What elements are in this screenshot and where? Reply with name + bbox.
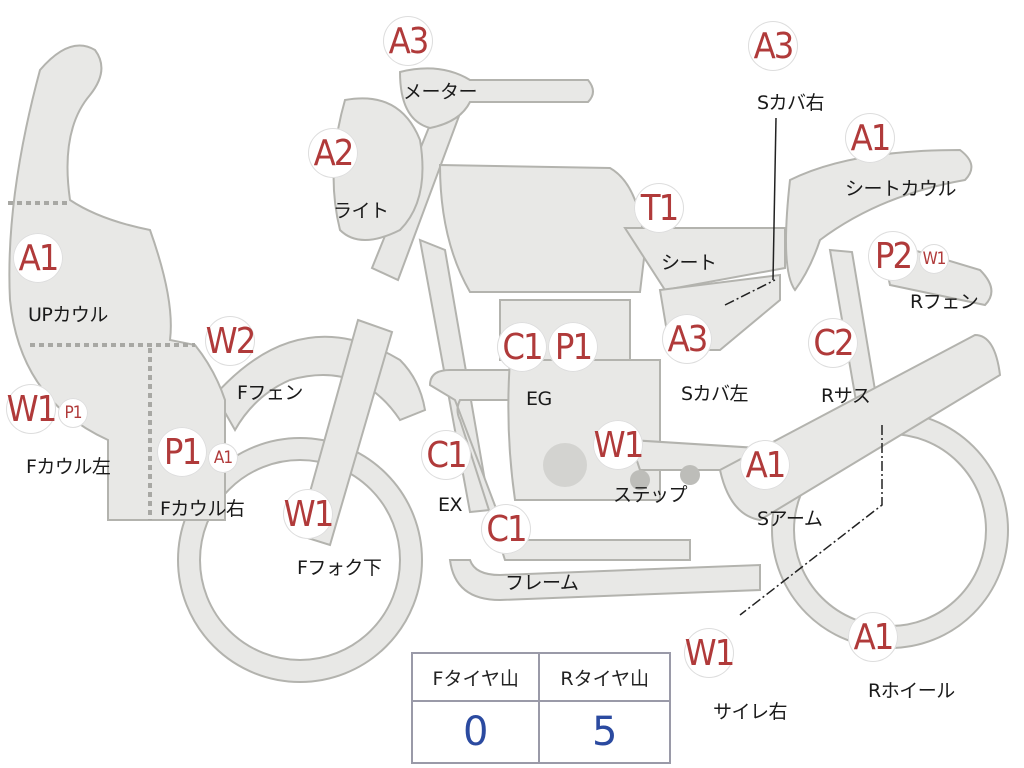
damage-code-badge: P1 <box>548 322 598 372</box>
tire-tread-table: Fタイヤ山 Rタイヤ山 0 5 <box>410 652 671 764</box>
damage-code-badge: C2 <box>808 318 858 368</box>
rear-tire-tread-value: 5 <box>538 700 671 764</box>
damage-code-badge: A2 <box>308 128 358 178</box>
part-label: Sカバ左 <box>681 383 749 405</box>
damage-code-badge: P1 <box>58 398 88 428</box>
part-label: メーター <box>403 81 478 103</box>
damage-code-badge: T1 <box>634 183 684 233</box>
seat-cowl-shape <box>785 148 973 292</box>
damage-code-badge: A3 <box>662 314 712 364</box>
damage-code-badge: A1 <box>845 113 895 163</box>
part-label: Sカバ右 <box>757 92 825 114</box>
part-label: Rフェン <box>910 291 979 313</box>
part-label: サイレ右 <box>713 701 788 723</box>
part-label: Fカウル右 <box>160 498 245 520</box>
part-label: EX <box>438 494 463 516</box>
part-label: ステップ <box>613 484 688 506</box>
front-tire-tread-value: 0 <box>410 700 541 764</box>
damage-code-badge: C1 <box>421 430 471 480</box>
part-label: シートカウル <box>845 178 957 200</box>
seat-shape <box>623 227 786 292</box>
damage-code-badge: A3 <box>383 16 433 66</box>
damage-code-badge: W1 <box>919 244 949 274</box>
part-label: フレーム <box>505 572 579 594</box>
part-label: Fフェン <box>237 382 303 404</box>
damage-code-badge: A1 <box>208 443 238 473</box>
damage-code-badge: A1 <box>740 440 790 490</box>
damage-code-badge: C1 <box>481 504 531 554</box>
rear-tire-tread-header: Rタイヤ山 <box>538 652 671 702</box>
damage-code-badge: P2 <box>868 231 918 281</box>
damage-code-badge: A1 <box>848 612 898 662</box>
damage-code-badge: A1 <box>13 233 63 283</box>
part-label: UPカウル <box>28 304 108 326</box>
damage-code-badge: W1 <box>684 628 735 678</box>
front-tire-tread-header: Fタイヤ山 <box>410 652 541 702</box>
part-label: Sアーム <box>757 508 823 530</box>
headlight-shape <box>332 97 424 241</box>
tire-tread-header-row: Fタイヤ山 Rタイヤ山 <box>410 652 671 702</box>
damage-code-badge: W1 <box>6 384 57 434</box>
part-label: Rサス <box>821 385 871 407</box>
swing-arm-shape <box>718 333 1002 522</box>
damage-code-badge: A3 <box>748 21 798 71</box>
fuel-tank-shape <box>438 163 647 293</box>
damage-code-badge: W1 <box>283 489 334 539</box>
part-label: Fカウル左 <box>26 456 111 478</box>
damage-code-badge: W1 <box>593 420 644 470</box>
part-label: シート <box>661 252 717 274</box>
damage-code-badge: C1 <box>497 322 547 372</box>
part-label: EG <box>526 388 552 410</box>
part-label: ライト <box>333 200 389 222</box>
meter-shape <box>398 67 594 130</box>
tire-tread-value-row: 0 5 <box>410 700 671 764</box>
damage-code-badge: P1 <box>157 427 207 477</box>
part-label: Rホイール <box>868 680 955 702</box>
part-label: Fフォク下 <box>297 557 382 579</box>
damage-code-badge: W2 <box>205 316 256 366</box>
front-wheel <box>177 437 423 683</box>
